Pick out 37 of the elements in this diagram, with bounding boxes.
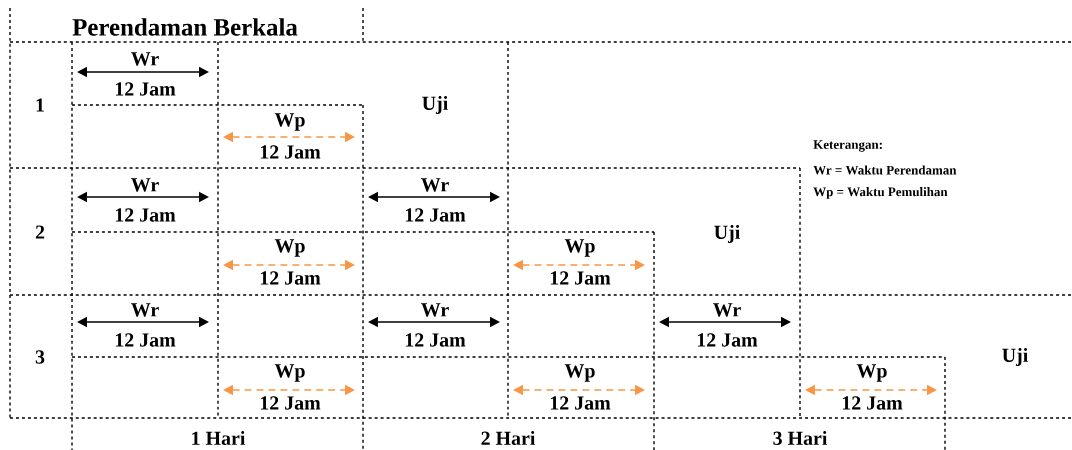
test-label: Uji: [422, 95, 448, 114]
word-label: Wp: [564, 364, 595, 382]
duration-label: 12 Jam: [260, 145, 321, 159]
day-label: 2 Hari: [481, 431, 536, 445]
word-label: Wp: [856, 364, 887, 382]
row-number: 1: [36, 98, 44, 112]
duration-label: 12 Jam: [842, 396, 903, 410]
duration-label: 12 Jam: [550, 271, 611, 285]
day-label: 1 Hari: [192, 431, 246, 445]
duration-label: 12 Jam: [697, 333, 758, 347]
word-label: Wp: [274, 239, 305, 257]
duration-label: 12 Jam: [405, 333, 466, 347]
word-label: Wp: [274, 364, 305, 382]
duration-label: 12 Jam: [115, 82, 176, 96]
duration-label: 12 Jam: [405, 208, 466, 222]
legend-text: Keterangan:: [813, 140, 882, 152]
word-label: Wr: [421, 303, 449, 317]
word-label: Wp: [274, 113, 305, 131]
legend-text: Wr = Waktu Perendaman: [813, 165, 957, 175]
word-label: Wp: [564, 239, 595, 257]
title: Perendaman Berkala: [72, 18, 298, 36]
legend-text: Wp = Waktu Pemulihan: [813, 187, 948, 199]
test-label: Uji: [714, 224, 740, 243]
word-label: Wr: [131, 178, 159, 192]
word-label: Wr: [131, 52, 159, 66]
duration-label: 12 Jam: [260, 271, 321, 285]
word-label: Wr: [421, 178, 449, 192]
duration-label: 12 Jam: [115, 333, 176, 347]
day-label: 3 Hari: [773, 431, 828, 445]
duration-label: 12 Jam: [260, 396, 321, 410]
row-number: 3: [35, 350, 45, 364]
duration-label: 12 Jam: [550, 396, 611, 410]
word-label: Wr: [713, 303, 741, 317]
duration-label: 12 Jam: [115, 208, 176, 222]
word-label: Wr: [131, 303, 159, 317]
row-number: 2: [35, 225, 45, 239]
test-label: Uji: [1002, 347, 1028, 366]
